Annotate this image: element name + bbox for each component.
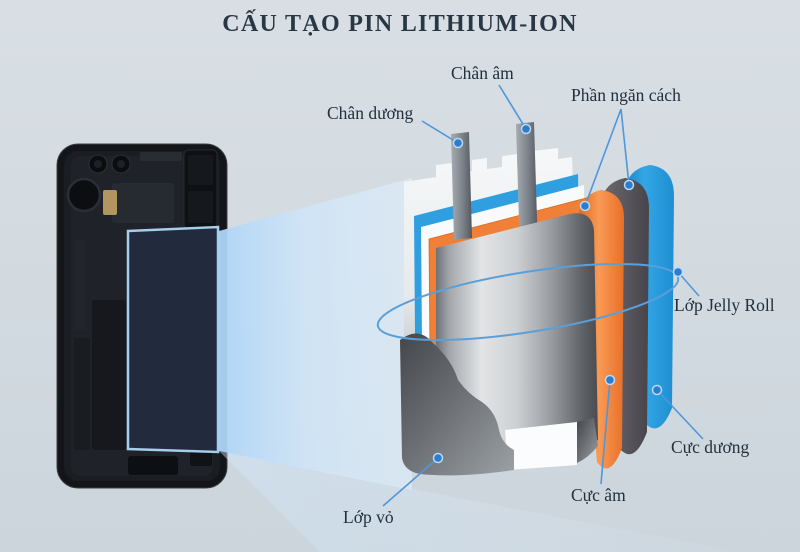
leader-chan-am (498, 84, 527, 130)
phone-side-rail (74, 240, 86, 330)
leader-dot (579, 200, 591, 212)
phone-port (190, 452, 212, 466)
label-lop-jelly-roll: Lớp Jelly Roll (674, 295, 775, 315)
leader-chan-duong (421, 120, 459, 144)
terminal-tab-positive (451, 132, 472, 240)
leader-phan-ngan-cach-1 (584, 108, 622, 207)
leader-jelly-roll (677, 271, 700, 297)
leader-dot (651, 384, 663, 396)
leader-lop-vo (382, 457, 439, 507)
label-chan-duong: Chân dương (327, 103, 414, 123)
leader-dot (604, 374, 616, 386)
leader-cuc-duong (656, 389, 704, 440)
leader-dots (432, 123, 684, 464)
leader-dot (623, 179, 635, 191)
phone-chip-module (112, 183, 174, 223)
casing-inner-white (505, 422, 577, 470)
phone-top-slot (140, 152, 182, 161)
page-title: CẤU TẠO PIN LITHIUM-ION (222, 11, 578, 37)
label-cuc-duong: Cực dương (671, 437, 750, 457)
phone-coil (66, 177, 102, 213)
phone-speaker (128, 456, 178, 475)
leader-dot (672, 266, 684, 278)
leader-phan-ngan-cach-2 (620, 108, 630, 186)
label-lop-vo: Lớp vỏ (343, 507, 394, 527)
casing-front-wrap (400, 333, 514, 476)
projection-beam-floor (219, 451, 740, 552)
phone-tray-slot (188, 155, 213, 185)
label-chan-am: Chân âm (451, 63, 514, 83)
leader-dot (432, 452, 444, 464)
leader-dot (520, 123, 532, 135)
leader-cuc-am (600, 379, 611, 485)
phone-camera-lens (117, 160, 125, 168)
phone-camera-lens (94, 160, 102, 168)
phone-illustration (56, 143, 228, 489)
terminal-tab-negative (516, 122, 538, 254)
leader-lines (382, 84, 704, 507)
leader-dot (452, 137, 464, 149)
battery-exploded-view (376, 122, 680, 476)
label-phan-ngan-cach: Phần ngăn cách (571, 85, 681, 105)
phone-battery-highlight (126, 225, 220, 454)
casing-front-wrap-right (577, 418, 598, 463)
phone-lower-plate (92, 300, 126, 450)
phone-tray-slot (188, 191, 213, 223)
jelly-roll-ring (376, 263, 680, 341)
projection-beam (219, 178, 412, 490)
label-cuc-am: Cực âm (571, 485, 626, 505)
phone-side-rail (74, 338, 90, 450)
phone-ribbon-connector (103, 190, 117, 215)
